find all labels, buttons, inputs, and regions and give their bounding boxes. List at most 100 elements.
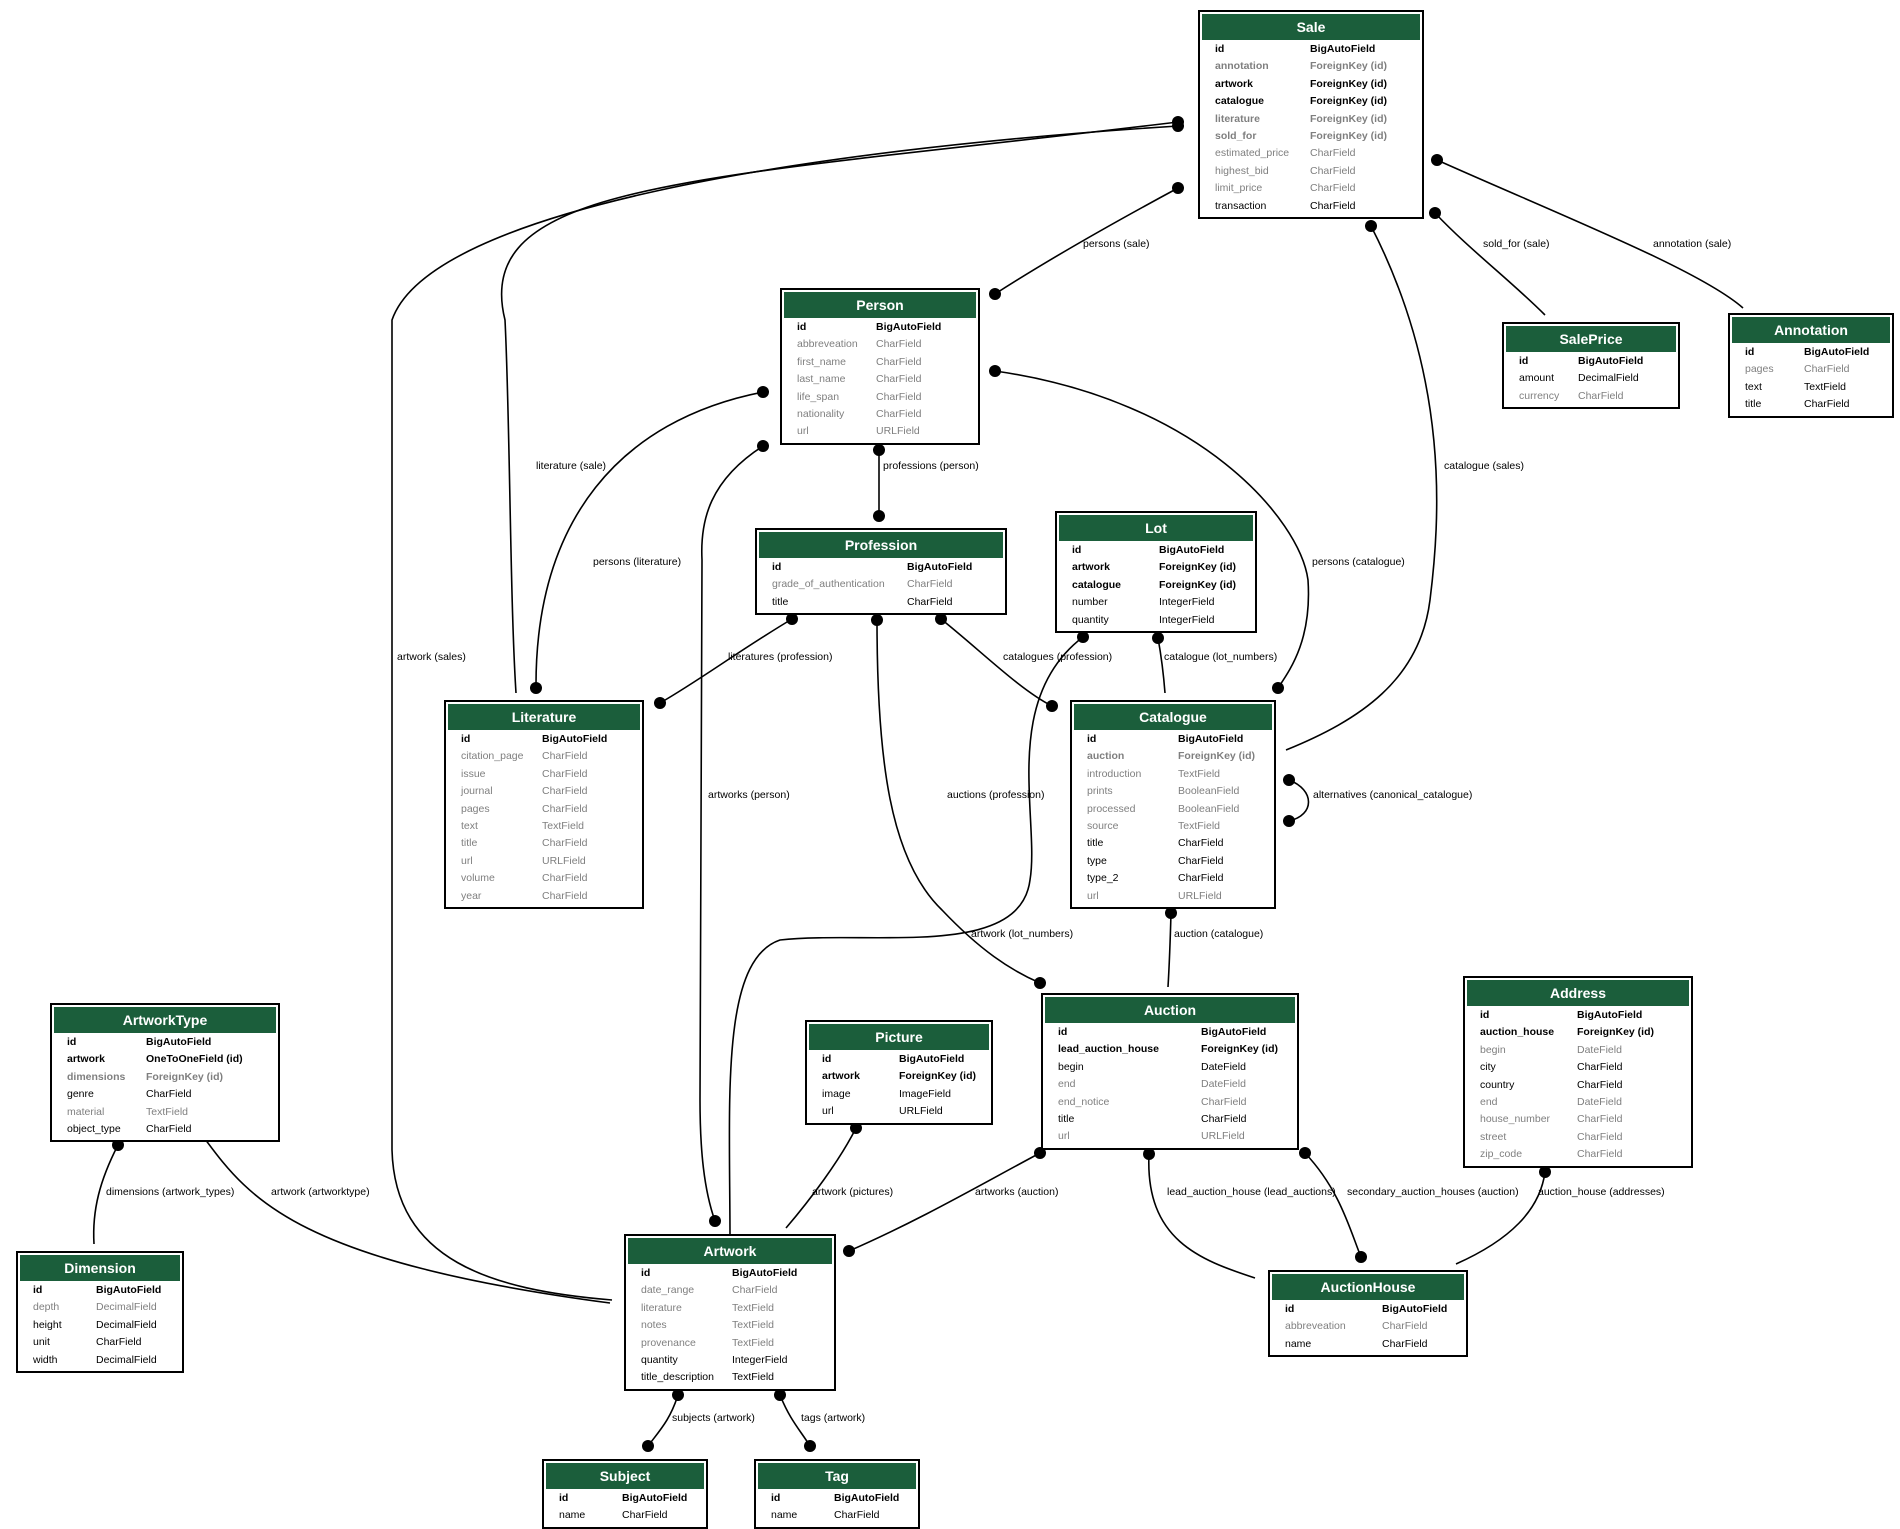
field-name: annotation	[1215, 60, 1269, 73]
edge-endpoint-dot	[1172, 120, 1184, 132]
field-type: CharField	[96, 1336, 142, 1349]
field-name: title	[461, 837, 478, 850]
model-title: Subject	[546, 1463, 704, 1489]
field-type: IntegerField	[732, 1353, 788, 1366]
model-title: Artwork	[628, 1238, 832, 1264]
edge-label: literatures (profession)	[728, 651, 833, 663]
edge-endpoint-dot	[1165, 907, 1177, 919]
field-type: CharField	[622, 1509, 668, 1522]
field-name: lead_auction_house	[1058, 1043, 1159, 1056]
field-type: IntegerField	[1159, 613, 1215, 626]
field-name: catalogue	[1215, 95, 1265, 108]
edge-label: auctions (profession)	[947, 789, 1045, 801]
field-type: ForeignKey (id)	[146, 1070, 224, 1083]
field-name: artwork	[1215, 77, 1253, 90]
edge-endpoint-dot	[1283, 774, 1295, 786]
field-type: CharField	[1578, 389, 1624, 402]
edge-label: auction (catalogue)	[1174, 928, 1264, 940]
field-type: DateField	[1201, 1078, 1246, 1091]
field-type: DateField	[1577, 1095, 1622, 1108]
field-name: id	[797, 321, 807, 333]
field-type: OneToOneField (id)	[146, 1053, 243, 1066]
edge-sale-catalogue	[1285, 225, 1438, 751]
edge-profession-catalogue	[940, 618, 1053, 707]
model-title: Person	[784, 292, 976, 318]
edge-lot-artwork	[728, 636, 1084, 1241]
edge-label: artwork (lot_numbers)	[971, 928, 1074, 940]
field-name: provenance	[641, 1336, 696, 1349]
field-type: ForeignKey (id)	[1159, 578, 1237, 591]
field-type: URLField	[1201, 1130, 1245, 1143]
edge-label: secondary_auction_houses (auction)	[1347, 1186, 1519, 1198]
field-type: BigAutoField	[907, 561, 973, 573]
field-name: id	[1072, 544, 1082, 556]
field-name: city	[1480, 1061, 1496, 1074]
field-row: artwork OneToOneField (id)	[52, 1051, 278, 1068]
field-type: BigAutoField	[1804, 346, 1870, 358]
field-name: first_name	[797, 355, 847, 368]
field-type: CharField	[1310, 199, 1356, 212]
field-name: title	[1058, 1112, 1075, 1125]
field-name: pages	[461, 802, 490, 815]
field-name: title_description	[641, 1371, 714, 1384]
field-name: width	[33, 1353, 58, 1366]
field-name: url	[1087, 889, 1099, 902]
edge-label: lead_auction_house (lead_auctions)	[1167, 1186, 1336, 1198]
field-name: id	[1745, 346, 1755, 358]
field-type: BigAutoField	[1310, 43, 1376, 55]
field-name: artwork	[67, 1053, 105, 1066]
field-name: source	[1087, 819, 1119, 832]
field-name: id	[1480, 1009, 1490, 1021]
edge-profession-auction	[876, 619, 1041, 984]
field-name: material	[67, 1105, 105, 1118]
edge-endpoint-dot	[871, 614, 883, 626]
field-name: processed	[1087, 802, 1136, 815]
field-type: ImageField	[899, 1087, 951, 1100]
edge-endpoint-dot	[1034, 1147, 1046, 1159]
field-type: TextField	[732, 1336, 775, 1349]
field-type: TextField	[1178, 767, 1221, 780]
edge-label: catalogue (sales)	[1444, 460, 1524, 472]
field-name: name	[771, 1509, 798, 1522]
field-name: dimensions	[67, 1070, 126, 1083]
field-type: DecimalField	[96, 1301, 157, 1314]
field-type: CharField	[542, 767, 588, 780]
field-type: CharField	[732, 1284, 778, 1297]
field-type: ForeignKey (id)	[1178, 750, 1256, 763]
field-name: type	[1087, 854, 1107, 867]
field-type: ForeignKey (id)	[1310, 129, 1388, 142]
field-type: CharField	[876, 355, 922, 368]
edge-person-literature	[535, 391, 764, 689]
field-type: BigAutoField	[146, 1036, 212, 1048]
edge-label: subjects (artwork)	[672, 1412, 755, 1424]
field-type: CharField	[1178, 837, 1224, 850]
edge-endpoint-dot	[1143, 1148, 1155, 1160]
edge-endpoint-dot	[989, 365, 1001, 377]
field-type: CharField	[542, 872, 588, 885]
